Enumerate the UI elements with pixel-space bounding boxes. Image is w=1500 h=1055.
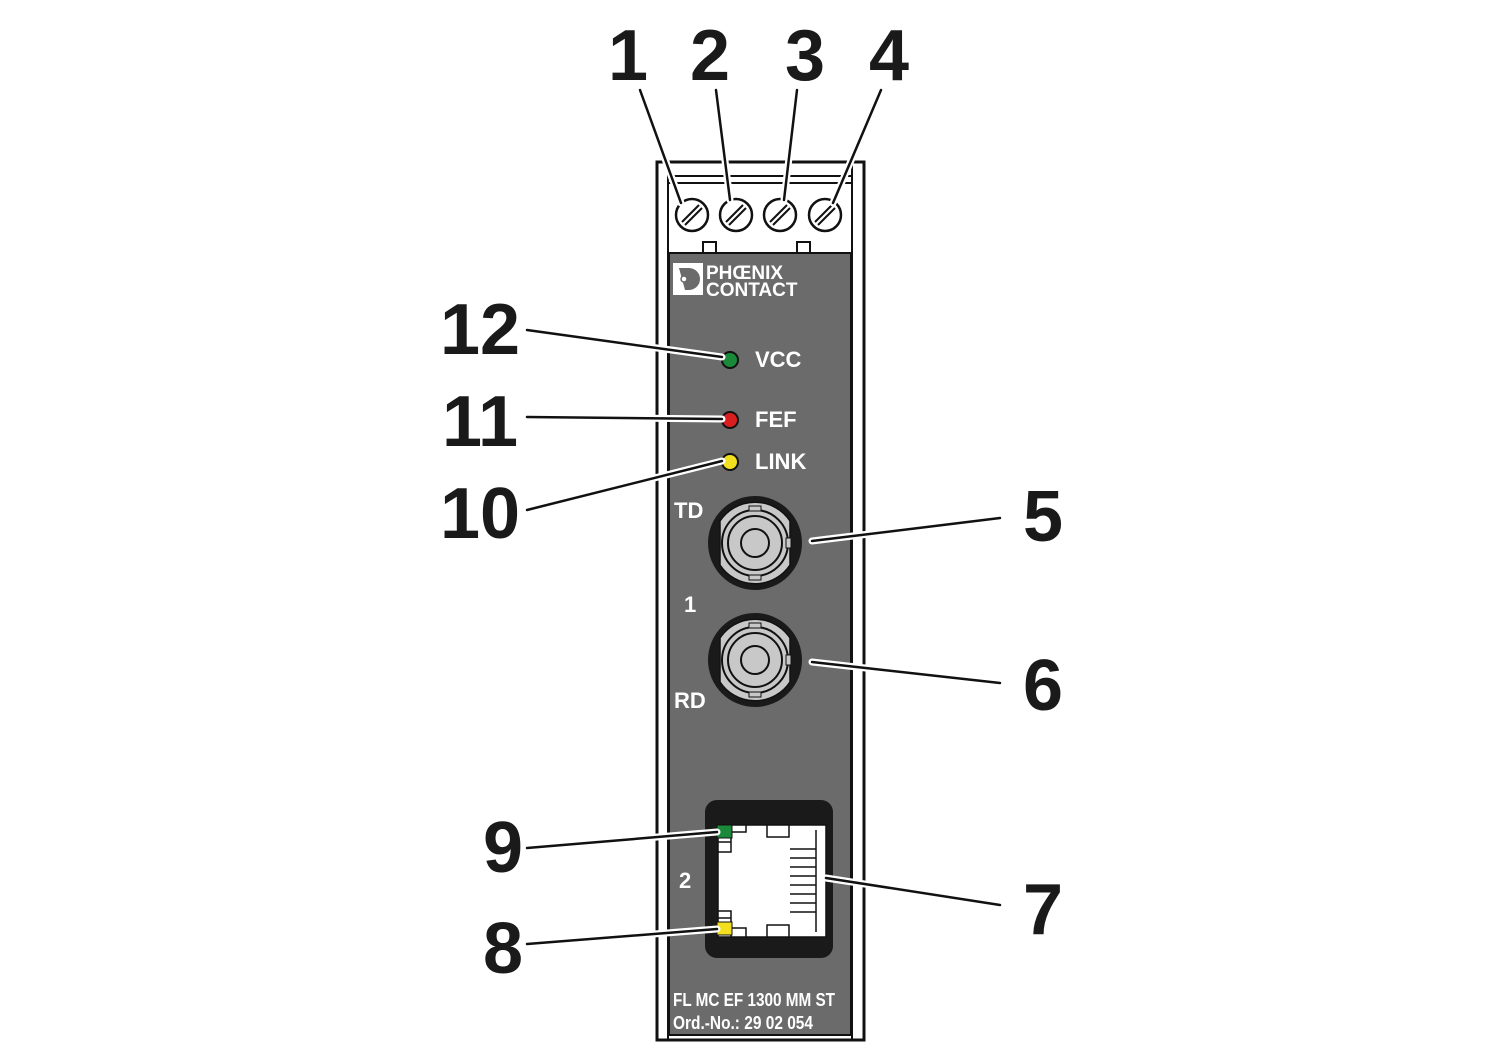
fef-label: FEF <box>755 407 797 432</box>
leader-line-6 <box>810 660 1002 685</box>
callout-1: 1 <box>608 16 648 96</box>
leader-line-8 <box>525 927 719 946</box>
leader-line-3 <box>782 88 799 202</box>
rd-label: RD <box>674 688 706 713</box>
terminal-screw-3 <box>762 197 798 233</box>
terminal-screw-2 <box>718 197 754 233</box>
callout-10: 10 <box>440 474 520 554</box>
rd-fiber-connector <box>708 613 802 707</box>
leader-line-10 <box>525 459 724 512</box>
vcc-label: VCC <box>755 347 802 372</box>
callout-6: 6 <box>1023 646 1063 726</box>
link-label: LINK <box>755 449 806 474</box>
callout-8: 8 <box>483 909 523 989</box>
leader-line-5 <box>810 516 1002 543</box>
leader-line-9 <box>525 830 719 850</box>
rj45-port-number: 2 <box>679 868 691 893</box>
leader-line-2 <box>714 88 732 202</box>
logo-text-line1: PHŒNIX <box>706 263 783 284</box>
fiber-port-number: 1 <box>684 592 696 617</box>
phoenix-contact-logo: PHŒNIX CONTACT <box>673 263 798 301</box>
td-fiber-connector <box>708 496 802 590</box>
callout-3: 3 <box>785 16 825 96</box>
callout-11: 11 <box>442 382 518 462</box>
leader-lines <box>523 86 1004 948</box>
leader-line-11 <box>525 415 724 421</box>
vcc-led <box>721 351 739 369</box>
callout-7: 7 <box>1023 870 1063 950</box>
terminal-screws <box>674 197 843 233</box>
leader-line-7 <box>824 876 1002 907</box>
leader-line-4 <box>831 88 883 205</box>
callout-5: 5 <box>1023 477 1063 557</box>
callout-9: 9 <box>483 808 523 888</box>
model-label: FL MC EF 1300 MM ST <box>673 990 835 1010</box>
callout-2: 2 <box>690 16 730 96</box>
logo-text-line2: CONTACT <box>706 280 798 301</box>
leader-line-1 <box>638 88 683 205</box>
order-number-label: Ord.-No.: 29 02 054 <box>673 1013 813 1033</box>
td-label: TD <box>674 498 703 523</box>
rj45-port <box>705 800 833 958</box>
terminal-screw-4 <box>807 197 843 233</box>
terminal-screw-1 <box>674 197 710 233</box>
callout-4: 4 <box>869 16 909 96</box>
leader-line-12 <box>525 328 724 359</box>
callout-12: 12 <box>440 290 520 370</box>
